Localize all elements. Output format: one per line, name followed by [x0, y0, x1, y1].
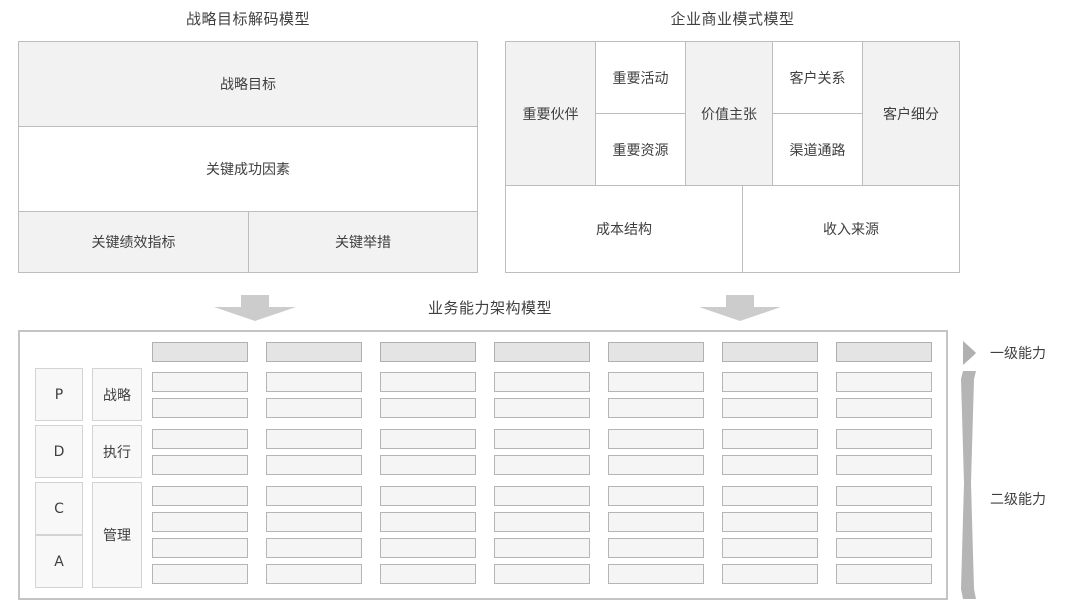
business-model-title: 企业商业模式模型 [670, 10, 795, 28]
capability-level2-box[interactable] [266, 538, 362, 558]
capability-model-title: 业务能力架构模型 [427, 299, 552, 317]
pdca-cell-d[interactable]: D [35, 425, 83, 478]
down-arrow-right [697, 293, 783, 327]
capability-level2-box[interactable] [152, 429, 248, 449]
capability-level1-box[interactable] [494, 342, 590, 362]
capability-level2-box[interactable] [380, 398, 476, 418]
layer-cell-execution[interactable]: 执行 [92, 425, 142, 478]
capability-level1-box[interactable] [152, 342, 248, 362]
capability-level2-box[interactable] [836, 372, 932, 392]
legend-label-level1: 一级能力 [990, 346, 1046, 362]
capability-level2-box[interactable] [722, 512, 818, 532]
capability-level2-box[interactable] [494, 486, 590, 506]
capability-level2-box[interactable] [836, 486, 932, 506]
capability-level2-box[interactable] [266, 564, 362, 584]
capability-level2-box[interactable] [152, 538, 248, 558]
capability-level2-box[interactable] [494, 564, 590, 584]
layer-cell-strategy[interactable]: 战略 [92, 368, 142, 421]
capability-level2-box[interactable] [722, 538, 818, 558]
capability-level2-box[interactable] [836, 455, 932, 475]
key-success-factors-cell[interactable]: 关键成功因素 [18, 126, 478, 212]
capability-level2-box[interactable] [266, 372, 362, 392]
capability-level1-box[interactable] [836, 342, 932, 362]
capability-level2-box[interactable] [722, 486, 818, 506]
strategy-goal-cell[interactable]: 战略目标 [18, 41, 478, 127]
capability-level2-box[interactable] [152, 398, 248, 418]
legend-label-level2: 二级能力 [990, 492, 1046, 508]
key-initiatives-cell[interactable]: 关键举措 [248, 211, 478, 273]
capability-level2-box[interactable] [494, 429, 590, 449]
capability-level2-box[interactable] [494, 372, 590, 392]
capability-level1-box[interactable] [266, 342, 362, 362]
key-performance-indicators-cell[interactable]: 关键绩效指标 [18, 211, 249, 273]
business-model-canvas-panel: 重要伙伴 重要活动 重要资源 价值主张 客户关系 渠道通路 客户细分 成本结构 … [505, 41, 960, 273]
capability-level2-box[interactable] [722, 564, 818, 584]
capability-level2-box[interactable] [380, 372, 476, 392]
capability-level1-box[interactable] [380, 342, 476, 362]
capability-level2-box[interactable] [494, 398, 590, 418]
capability-level2-box[interactable] [152, 455, 248, 475]
capability-matrix-panel: P D C A 战略 执行 管理 [18, 330, 948, 600]
capability-level2-box[interactable] [608, 564, 704, 584]
capability-level2-box[interactable] [152, 486, 248, 506]
capability-level2-box[interactable] [608, 372, 704, 392]
capability-level2-box[interactable] [722, 455, 818, 475]
cost-structure-cell[interactable]: 成本结构 [505, 185, 743, 273]
capability-level2-box[interactable] [380, 486, 476, 506]
capability-level1-box[interactable] [722, 342, 818, 362]
pdca-cell-p[interactable]: P [35, 368, 83, 421]
capability-level2-box[interactable] [608, 455, 704, 475]
capability-level2-box[interactable] [266, 398, 362, 418]
revenue-streams-cell[interactable]: 收入来源 [742, 185, 960, 273]
capability-level2-box[interactable] [722, 398, 818, 418]
capability-level2-box[interactable] [380, 429, 476, 449]
triangle-right-icon [962, 340, 978, 370]
capability-level2-box[interactable] [494, 512, 590, 532]
capability-level2-box[interactable] [266, 429, 362, 449]
customer-segments-cell[interactable]: 客户细分 [862, 41, 960, 186]
capability-level2-box[interactable] [380, 538, 476, 558]
capability-level1-box[interactable] [608, 342, 704, 362]
layer-cell-management[interactable]: 管理 [92, 482, 142, 588]
capability-level2-box[interactable] [608, 398, 704, 418]
capability-level2-box[interactable] [836, 429, 932, 449]
capability-level2-box[interactable] [266, 512, 362, 532]
value-propositions-cell[interactable]: 价值主张 [685, 41, 773, 186]
capability-level2-box[interactable] [836, 564, 932, 584]
capability-level2-box[interactable] [608, 486, 704, 506]
capability-level2-box[interactable] [494, 538, 590, 558]
capability-level2-box[interactable] [152, 564, 248, 584]
capability-level2-box[interactable] [722, 372, 818, 392]
pdca-cell-a[interactable]: A [35, 535, 83, 588]
capability-level2-box[interactable] [266, 486, 362, 506]
capability-level2-box[interactable] [608, 538, 704, 558]
customer-relationships-cell[interactable]: 客户关系 [772, 41, 863, 114]
capability-level2-box[interactable] [836, 512, 932, 532]
capability-level2-box[interactable] [722, 429, 818, 449]
strategy-decode-panel: 战略目标 关键成功因素 关键绩效指标 关键举措 [18, 41, 478, 273]
capability-level2-box[interactable] [608, 429, 704, 449]
tall-bracket-icon [960, 371, 980, 603]
capability-level2-box[interactable] [266, 455, 362, 475]
capability-level2-box[interactable] [152, 372, 248, 392]
capability-level2-box[interactable] [152, 512, 248, 532]
key-resources-cell[interactable]: 重要资源 [595, 113, 686, 186]
down-arrow-left [212, 293, 298, 327]
capability-level2-box[interactable] [380, 512, 476, 532]
pdca-cell-c[interactable]: C [35, 482, 83, 535]
capability-level2-box[interactable] [608, 512, 704, 532]
channels-cell[interactable]: 渠道通路 [772, 113, 863, 186]
capability-level2-box[interactable] [380, 564, 476, 584]
capability-level2-box[interactable] [836, 538, 932, 558]
key-partners-cell[interactable]: 重要伙伴 [505, 41, 596, 186]
key-activities-cell[interactable]: 重要活动 [595, 41, 686, 114]
strategy-model-title: 战略目标解码模型 [185, 10, 310, 28]
capability-level2-box[interactable] [494, 455, 590, 475]
capability-level2-box[interactable] [380, 455, 476, 475]
capability-level2-box[interactable] [836, 398, 932, 418]
